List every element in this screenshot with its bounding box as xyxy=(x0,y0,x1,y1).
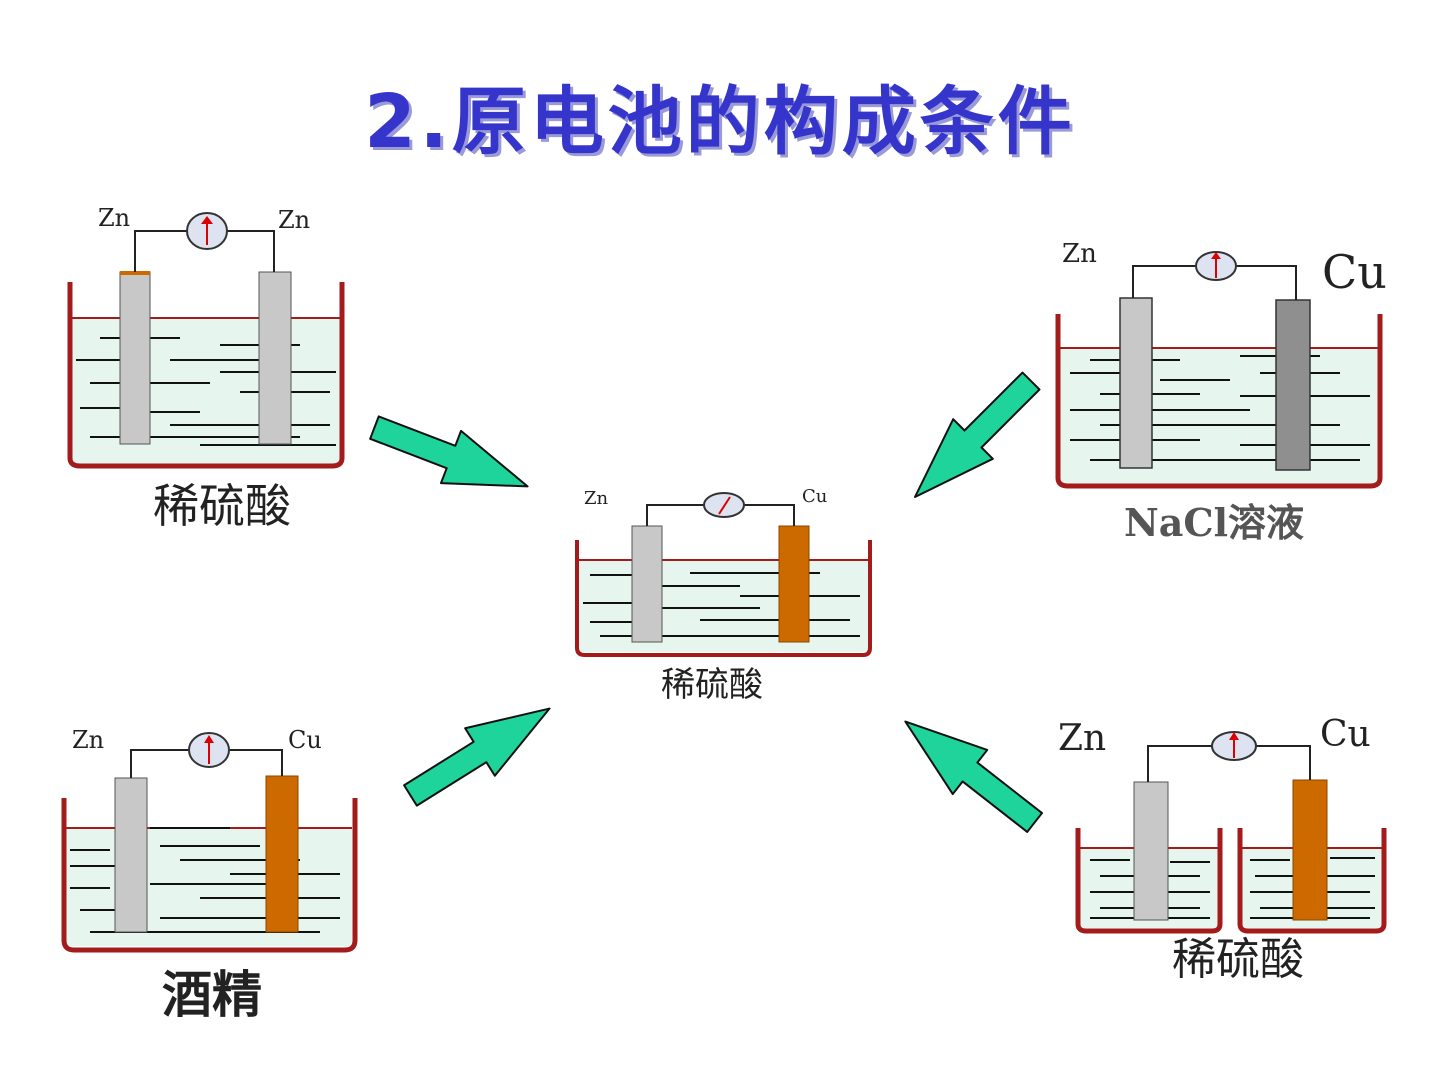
cell-top-left: Zn Zn 稀硫酸 xyxy=(67,204,345,533)
copper-electrode xyxy=(778,525,810,643)
electrode-label-left: Zn xyxy=(98,204,130,232)
wire xyxy=(1147,745,1212,782)
cell-bottom-right: Zn Cu 稀硫酸 xyxy=(1058,714,1387,985)
beaker xyxy=(1237,828,1387,934)
galvanometer-icon xyxy=(703,492,745,518)
galvanometer-icon xyxy=(1195,251,1237,281)
electrode-label-left: Zn xyxy=(1058,718,1106,759)
electrode-tip xyxy=(120,271,150,275)
cell-center: Zn Cu 稀硫酸 xyxy=(575,486,872,705)
cell-bottom-left: Zn Cu 酒精 xyxy=(61,726,358,1024)
wire xyxy=(130,749,189,778)
electrode-label-left: Zn xyxy=(1062,239,1097,269)
galvanometer-icon xyxy=(188,732,230,768)
electrode-label-right: Cu xyxy=(1320,714,1371,755)
copper-electrode xyxy=(265,775,299,933)
arrow-icon xyxy=(904,720,1044,833)
copper-electrode xyxy=(1292,779,1328,921)
arrow-icon xyxy=(369,415,529,488)
electrode-label-right: Cu xyxy=(802,486,827,507)
electrode-label-left: Zn xyxy=(584,488,609,509)
wire xyxy=(1256,745,1311,780)
zinc-electrode xyxy=(119,271,151,445)
beaker xyxy=(67,282,345,469)
zinc-electrode xyxy=(1119,297,1153,469)
beaker xyxy=(575,540,872,657)
wire xyxy=(226,230,275,272)
solution-label: 稀硫酸 xyxy=(153,479,291,533)
electrode-label-right: Cu xyxy=(1322,245,1387,299)
beaker xyxy=(61,798,358,953)
liquid xyxy=(66,828,352,946)
solution-label: NaCl溶液 xyxy=(1124,500,1304,545)
electrode-label-right: Cu xyxy=(288,726,322,754)
arrow-icon xyxy=(914,371,1041,498)
wire xyxy=(229,749,283,776)
copper-electrode xyxy=(1275,299,1311,471)
zinc-electrode xyxy=(258,271,292,445)
solution-label: 稀硫酸 xyxy=(661,665,763,705)
zinc-electrode xyxy=(631,525,663,643)
zinc-electrode xyxy=(114,777,148,933)
arrow-icon xyxy=(403,707,551,807)
solution-label: 酒精 xyxy=(162,966,262,1024)
wire xyxy=(1236,265,1297,300)
wire xyxy=(134,230,188,272)
beaker xyxy=(1055,314,1383,489)
electrode-label-left: Zn xyxy=(72,726,104,754)
beaker xyxy=(1075,828,1223,934)
galvanometer-icon xyxy=(1211,731,1257,761)
wire xyxy=(1132,265,1196,298)
solution-label: 稀硫酸 xyxy=(1172,934,1304,985)
zinc-electrode xyxy=(1133,781,1169,921)
wire xyxy=(743,504,795,526)
liquid xyxy=(1060,348,1378,484)
wire xyxy=(646,504,705,526)
cell-top-right: Zn Cu NaCl溶液 xyxy=(1055,239,1387,545)
slide-title: 2.原电池的构成条件 xyxy=(364,79,1076,165)
electrode-label-right: Zn xyxy=(278,206,310,234)
galvanometer-icon xyxy=(186,212,228,250)
